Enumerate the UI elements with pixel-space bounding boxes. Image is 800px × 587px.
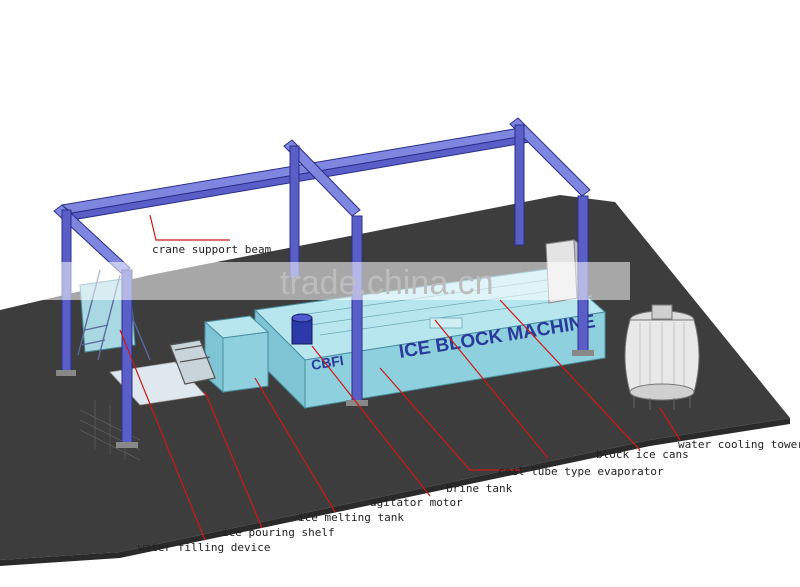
brand-logo: CBFI bbox=[310, 352, 345, 373]
label-coil-tube-type-evaporator: coil tube type evaporator bbox=[498, 465, 664, 478]
watermark-text: trade.china.cn bbox=[280, 264, 494, 302]
label-brine-tank: brine tank bbox=[446, 482, 513, 495]
ice-melting-tank bbox=[203, 315, 270, 394]
water-cooling-tower bbox=[624, 304, 700, 410]
label-water-cooling-tower: water cooling tower bbox=[678, 438, 800, 451]
label-crane-support-beam: crane support beam bbox=[152, 243, 272, 256]
label-agitator-motor: agitator motor bbox=[370, 496, 463, 509]
leader-lines bbox=[119, 214, 681, 541]
ice-pouring-shelf bbox=[169, 339, 216, 385]
label-water-filling-device: water filling device bbox=[138, 541, 270, 554]
label-ice-pouring-shelf: ice pouring shelf bbox=[222, 526, 335, 539]
label-block-ice-cans: block ice cans bbox=[596, 448, 689, 461]
agitator-motor bbox=[291, 313, 313, 345]
label-ice-melting-tank: ice melting tank bbox=[298, 511, 404, 524]
watermark-band: trade.china.cn bbox=[30, 262, 630, 302]
